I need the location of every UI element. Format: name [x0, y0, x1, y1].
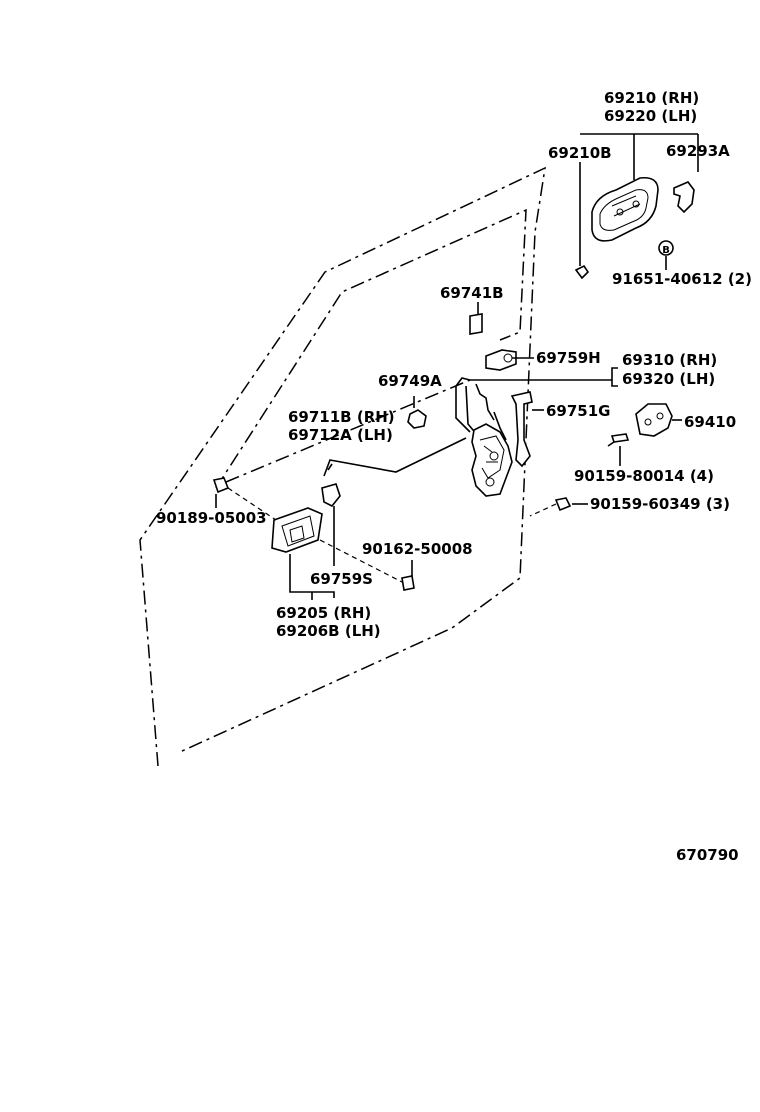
- inside-handle-leaders: [289, 554, 335, 600]
- label-90162-50008: 90162-50008: [362, 540, 473, 558]
- handle-rod-clip-69293a: [673, 181, 695, 214]
- bracket-69751g: [510, 391, 544, 468]
- label-69206b-lh: 69206B (LH): [276, 622, 381, 640]
- clip-90189-05003: [212, 477, 277, 521]
- label-69320-lh: 69320 (LH): [622, 370, 715, 388]
- handle-pad-69210b: [574, 264, 590, 280]
- lock-rod-69711b: [323, 437, 467, 477]
- label-90159-80014: 90159-80014 (4): [574, 467, 714, 485]
- label-69741b: 69741B: [440, 284, 504, 302]
- screw-90159-80014: [607, 433, 630, 466]
- clip-69759s: [321, 483, 341, 566]
- lock-leaders: [470, 367, 618, 387]
- drawing-number: 670790: [676, 846, 739, 864]
- striker-69410: [635, 403, 682, 437]
- label-69220-lh: 69220 (LH): [604, 107, 697, 125]
- outside-handle: [591, 176, 659, 242]
- label-69751g: 69751G: [546, 402, 611, 420]
- label-69410: 69410: [684, 413, 736, 431]
- clip-69741b: [469, 302, 483, 335]
- part-labels: 69210 (RH) 69220 (LH) 69210B 69293A 9165…: [156, 89, 752, 864]
- clip-69759h: [485, 349, 534, 371]
- label-91651-40612: 91651-40612 (2): [612, 270, 752, 288]
- label-69210-rh: 69210 (RH): [604, 89, 699, 107]
- door-lock-assembly: [455, 377, 513, 497]
- label-69712a-lh: 69712A (LH): [288, 426, 393, 444]
- inside-handle: [271, 507, 323, 553]
- handle-leaders: [579, 133, 699, 270]
- label-69205-rh: 69205 (RH): [276, 604, 371, 622]
- label-69759s: 69759S: [310, 570, 373, 588]
- label-69293a: 69293A: [666, 142, 730, 160]
- label-69310-rh: 69310 (RH): [622, 351, 717, 369]
- label-90189-05003: 90189-05003: [156, 509, 267, 527]
- screw-90162-50008: [319, 539, 415, 591]
- screw-90159-60349: [529, 497, 588, 517]
- bolt-b-marker: B: [658, 240, 674, 256]
- label-90159-60349: 90159-60349 (3): [590, 495, 730, 513]
- bolt-b-marker-letter: B: [662, 245, 670, 256]
- label-69711b-rh: 69711B (RH): [288, 408, 395, 426]
- clip-69749a: [407, 396, 427, 429]
- label-69759h: 69759H: [536, 349, 601, 367]
- label-69210b: 69210B: [548, 144, 612, 162]
- label-69749a: 69749A: [378, 372, 442, 390]
